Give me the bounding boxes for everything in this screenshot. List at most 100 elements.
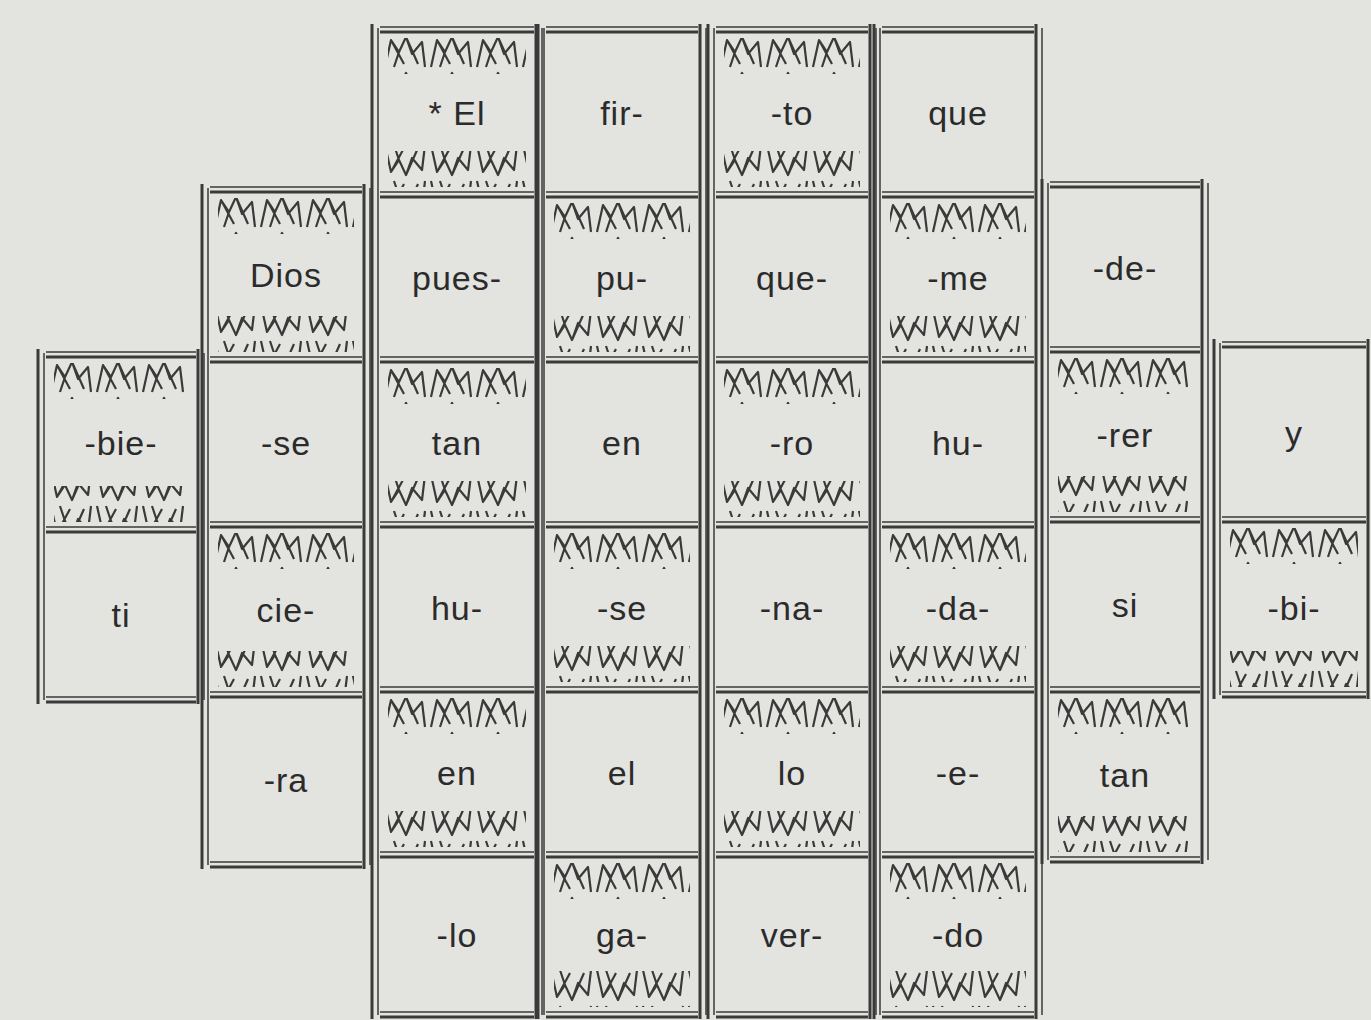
syllable-text: y	[1224, 413, 1364, 452]
rule-line	[699, 24, 702, 1019]
rule-line	[546, 31, 698, 34]
rule-line	[201, 184, 204, 869]
rule-line	[1050, 861, 1200, 864]
rule-line	[380, 31, 534, 34]
rule-line	[882, 691, 1034, 694]
rule-line	[882, 26, 1034, 28]
rule-line	[707, 24, 710, 1019]
syllable-cell: ga-	[548, 859, 696, 1011]
rule-line	[210, 866, 362, 869]
syllable-cell: -bie-	[48, 359, 194, 526]
rule-line	[37, 349, 40, 704]
syllable-cell: -da-	[884, 529, 1032, 686]
rule-line	[46, 356, 196, 359]
rule-line	[46, 701, 196, 704]
rule-line	[1050, 186, 1200, 189]
rule-line	[716, 686, 868, 688]
rule-line	[363, 184, 366, 869]
syllable-cell: -de-	[1052, 189, 1198, 346]
rule-line	[380, 196, 534, 199]
syllable-cell: hu-	[884, 364, 1032, 521]
syllable-cell: -ro	[718, 364, 866, 521]
syllable-cell: -na-	[718, 529, 866, 686]
rule-line	[46, 526, 196, 528]
rule-line	[1222, 516, 1366, 518]
rule-line	[869, 24, 872, 1019]
rule-line	[716, 191, 868, 193]
syllable-text: cie-	[212, 591, 360, 630]
rule-line	[210, 356, 362, 358]
rule-line	[380, 1011, 534, 1013]
syllable-cell: * El	[382, 34, 532, 191]
syllable-text: hu-	[884, 423, 1032, 462]
syllable-text: en	[382, 753, 532, 792]
rule-line	[210, 861, 362, 863]
syllable-text: ga-	[548, 916, 696, 955]
rule-line	[1222, 696, 1366, 699]
rule-line	[716, 26, 868, 28]
syllable-cell: -me	[884, 199, 1032, 356]
rule-line	[1050, 521, 1200, 524]
rule-line	[210, 361, 362, 364]
syllable-text: -me	[884, 258, 1032, 297]
syllable-cell: ver-	[718, 859, 866, 1011]
syllable-text: pu-	[548, 258, 696, 297]
syllable-text: en	[548, 423, 696, 462]
syllable-text: -do	[884, 916, 1032, 955]
rule-line	[546, 686, 698, 688]
rule-line	[546, 196, 698, 199]
syllable-cell: que	[884, 34, 1032, 191]
syllable-text: lo	[718, 753, 866, 792]
rule-line	[380, 26, 534, 28]
rule-line	[1035, 24, 1038, 1019]
syllable-cell: -to	[718, 34, 866, 191]
rule-line	[546, 361, 698, 364]
syllable-text: -de-	[1052, 248, 1198, 287]
syllable-cell: Dios	[212, 194, 360, 356]
rule-line	[380, 191, 534, 193]
rule-line	[546, 856, 698, 859]
syllable-text: fir-	[548, 93, 696, 132]
syllable-cell: cie-	[212, 529, 360, 691]
syllable-cell: ti	[48, 534, 194, 696]
syllable-text: -lo	[382, 916, 532, 955]
rule-line	[546, 1016, 698, 1019]
syllable-cell: lo	[718, 694, 866, 851]
rule-line	[716, 1016, 868, 1019]
rule-line	[546, 1011, 698, 1013]
syllable-cell: tan	[1052, 694, 1198, 856]
rule-line	[210, 691, 362, 693]
rule-line	[380, 356, 534, 358]
syllable-cell: en	[382, 694, 532, 851]
syllable-cell: hu-	[382, 529, 532, 686]
rule-line	[546, 526, 698, 529]
rule-line	[716, 1011, 868, 1013]
rule-line	[546, 521, 698, 523]
syllable-text: -rer	[1052, 416, 1198, 455]
rule-line	[1050, 691, 1200, 694]
rule-line	[380, 1016, 534, 1019]
rule-line	[882, 191, 1034, 193]
rule-line	[380, 361, 534, 364]
syllable-cell: -lo	[382, 859, 532, 1011]
syllable-cell: el	[548, 694, 696, 851]
rule-line	[1207, 183, 1209, 860]
rule-line	[1050, 686, 1200, 688]
syllable-text: tan	[382, 423, 532, 462]
rule-line	[879, 28, 881, 1015]
rule-line	[210, 526, 362, 529]
syllable-cell: -ra	[212, 699, 360, 861]
syllable-cell: pu-	[548, 199, 696, 356]
rule-line	[546, 851, 698, 853]
rule-line	[43, 353, 45, 700]
rule-line	[210, 191, 362, 194]
rule-line	[1047, 183, 1049, 860]
rule-line	[716, 356, 868, 358]
syllable-text: ti	[48, 596, 194, 635]
rule-line	[210, 696, 362, 699]
syllable-text: tan	[1052, 756, 1198, 795]
rule-line	[46, 351, 196, 353]
rule-line	[546, 691, 698, 694]
syllable-text: -se	[548, 588, 696, 627]
syllable-cell: que-	[718, 199, 866, 356]
